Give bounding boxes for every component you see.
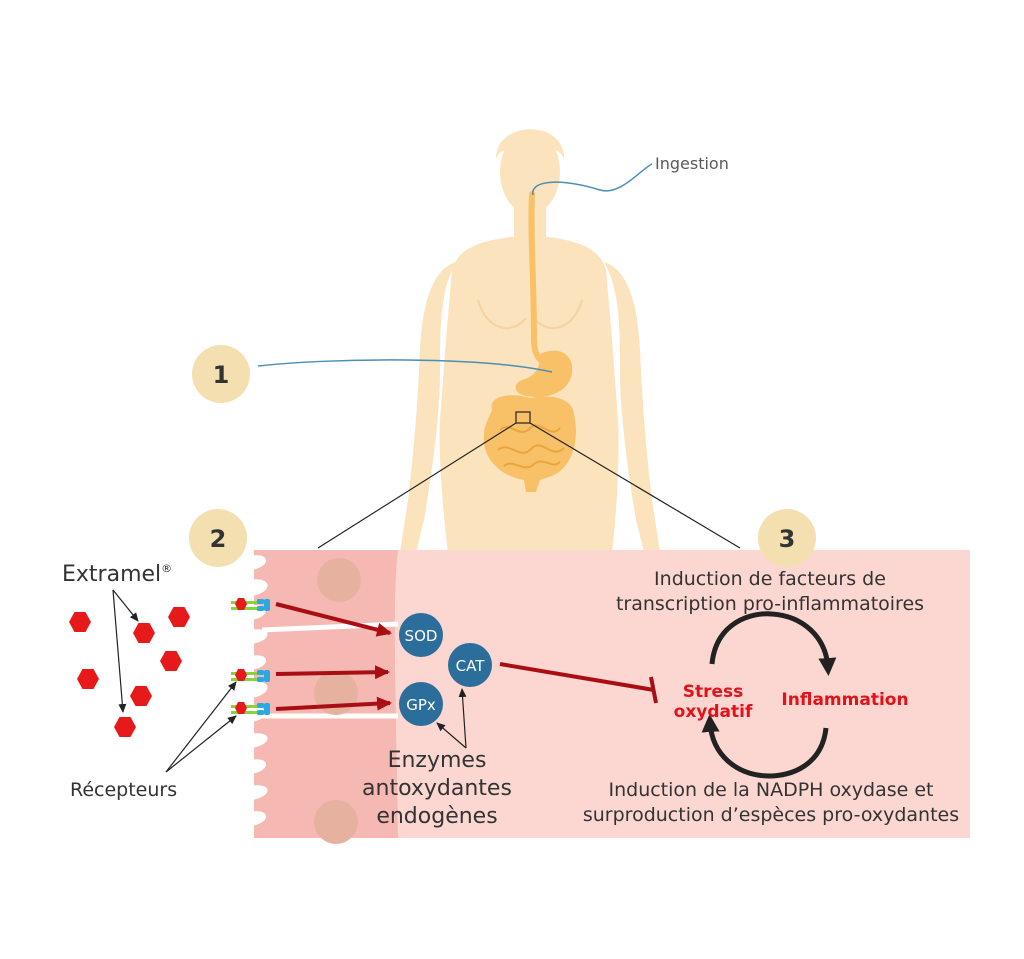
- receptor-icon: [231, 598, 270, 611]
- sod-label: SOD: [405, 627, 438, 645]
- inhibition-arrow-icon: [499, 662, 658, 704]
- ingestion-pointer: [532, 163, 653, 196]
- hexagon-molecule-icon: [160, 651, 182, 671]
- hexagon-molecule-icon: [168, 607, 190, 627]
- activation-arrows: [275, 602, 392, 711]
- step-1-circle: [192, 345, 250, 403]
- hexagon-molecule-icon: [130, 686, 152, 706]
- intestinal-tissue: [230, 550, 970, 844]
- extramel-molecules: [69, 607, 190, 737]
- cat-label: CAT: [456, 657, 486, 675]
- receptor-icon: [231, 669, 270, 682]
- hexagon-molecule-icon: [77, 669, 99, 689]
- cycle-arrow-icon-top: [709, 611, 837, 676]
- inflammation-label: Inflammation: [781, 690, 908, 710]
- ingestion-label: Ingestion: [655, 154, 729, 173]
- receptors: [231, 598, 270, 715]
- enzymes-label-line3: endogènes: [376, 804, 497, 829]
- recepteurs-label: Récepteurs: [70, 779, 177, 801]
- stress-label-line1: Stress: [683, 682, 744, 702]
- recepteurs-pointers: [165, 681, 237, 773]
- enzymes-label-line1: Enzymes: [388, 748, 487, 773]
- step-2-circle: [189, 509, 247, 567]
- hexagon-molecule-icon: [133, 623, 155, 643]
- stress-label-line2: oxydatif: [674, 702, 753, 722]
- zoom-line-left: [317, 422, 517, 549]
- extramel-pointers: [112, 589, 139, 713]
- step-2-number: 2: [210, 525, 227, 553]
- enzymes-pointers: [436, 688, 467, 749]
- enzymes: SOD CAT GPx: [399, 613, 492, 726]
- zoom-box: [515, 411, 531, 424]
- bottom-text-line1: Induction de la NADPH oxydase et: [608, 779, 933, 801]
- top-text-line2: transcription pro-inflammatoires: [616, 593, 924, 615]
- step-3-number: 3: [779, 525, 796, 553]
- extramel-label: Extramel®: [62, 562, 172, 587]
- bottom-text-line2: surproduction d’espèces pro-oxydantes: [583, 804, 959, 826]
- gpx-label: GPx: [406, 696, 436, 714]
- receptor-icon: [231, 702, 270, 715]
- enzymes-label-line2: antoxydantes: [362, 776, 512, 801]
- cat-enzyme: [448, 643, 492, 687]
- sod-enzyme: [399, 613, 443, 657]
- hexagon-molecule-icon: [69, 612, 91, 632]
- step-1-number: 1: [213, 361, 230, 389]
- step-1-pointer: [257, 359, 553, 373]
- zoom-line-right: [529, 422, 741, 549]
- hexagon-molecule-icon: [114, 717, 136, 737]
- step-3-circle: [758, 509, 816, 567]
- cycle-arrow-icon-bottom: [701, 714, 829, 779]
- human-body-icon: [400, 129, 660, 552]
- gpx-enzyme: [399, 682, 443, 726]
- top-text-line1: Induction de facteurs de: [654, 568, 886, 590]
